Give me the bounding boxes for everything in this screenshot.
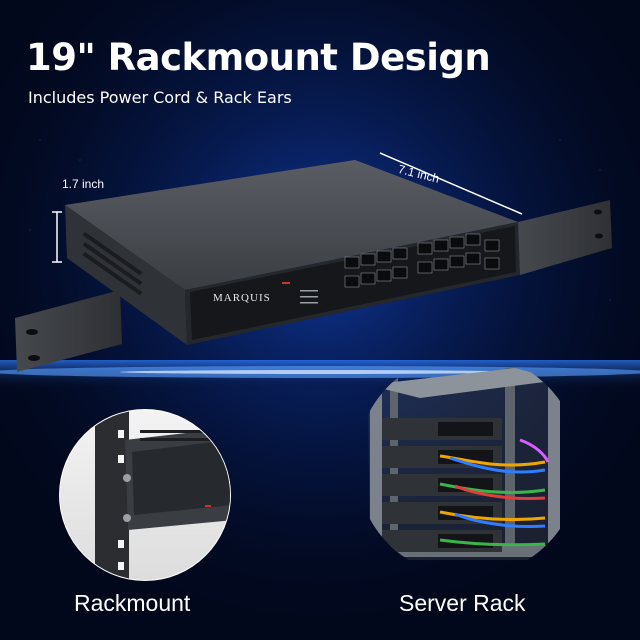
page-subtitle: Includes Power Cord & Rack Ears	[28, 88, 292, 107]
rackmount-caption: Rackmount	[74, 590, 191, 616]
server-rack-caption: Server Rack	[399, 590, 526, 616]
brand-logo: MARQUIS	[213, 292, 271, 304]
height-dimension-label: 1.7 inch	[62, 177, 105, 191]
page-title: 19" Rackmount Design	[26, 36, 491, 79]
